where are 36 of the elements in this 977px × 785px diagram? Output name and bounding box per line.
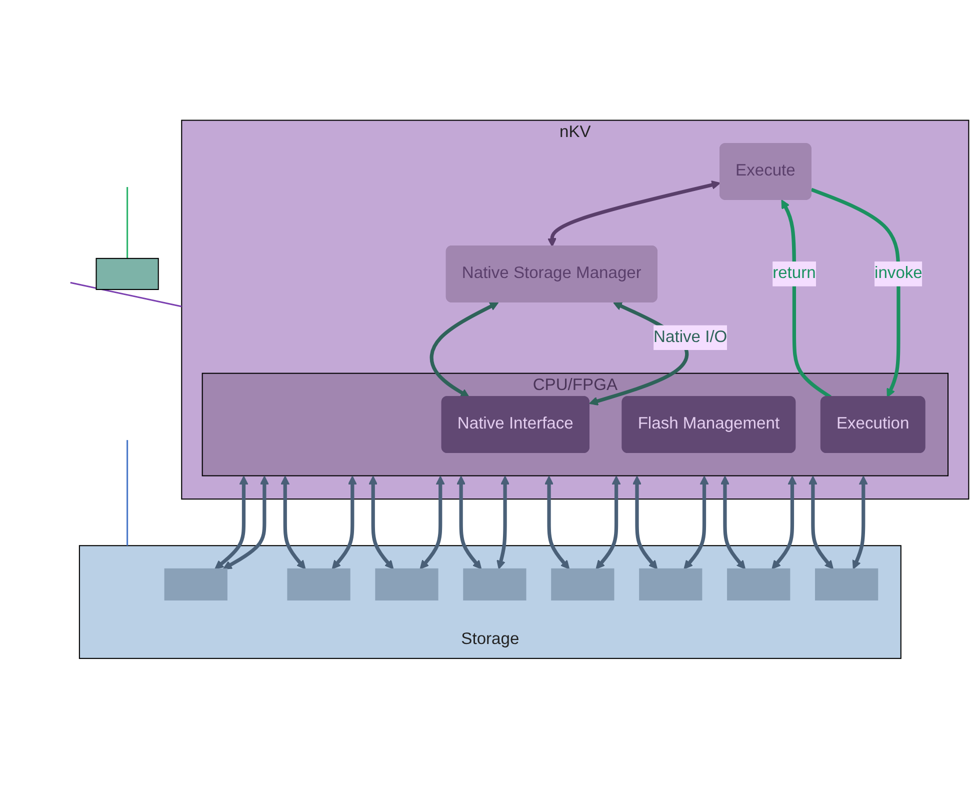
arrow <box>430 302 499 398</box>
arrow <box>368 476 394 570</box>
arrow <box>496 476 510 570</box>
arrow <box>684 476 709 570</box>
arrow <box>222 476 269 570</box>
connector <box>126 187 128 258</box>
node-box <box>463 568 526 600</box>
cluster: Storage <box>78 545 902 659</box>
connector <box>70 282 182 308</box>
edge-label: return <box>772 264 816 282</box>
arrow <box>456 476 482 570</box>
arrow <box>214 476 248 570</box>
arrow <box>544 476 570 570</box>
node-box <box>96 258 159 290</box>
connector <box>126 440 128 546</box>
arrow <box>547 180 721 247</box>
node-box <box>551 568 614 600</box>
arrow <box>808 476 834 570</box>
arrow <box>632 476 658 570</box>
arrow <box>332 476 357 570</box>
node-box <box>164 568 228 600</box>
arrow <box>852 476 868 570</box>
node-box <box>639 568 702 600</box>
edge-label: invoke <box>874 264 922 282</box>
arrow <box>420 476 445 570</box>
edge-label: Native I/O <box>654 328 728 346</box>
arrow <box>810 188 900 398</box>
node-box <box>727 568 790 600</box>
node-box <box>375 568 438 600</box>
arrow <box>280 476 306 570</box>
node-box <box>815 568 878 600</box>
arrow <box>781 200 832 399</box>
arrow <box>596 476 621 570</box>
arrow <box>772 476 797 570</box>
node-box <box>287 568 350 600</box>
arrow <box>720 476 746 570</box>
